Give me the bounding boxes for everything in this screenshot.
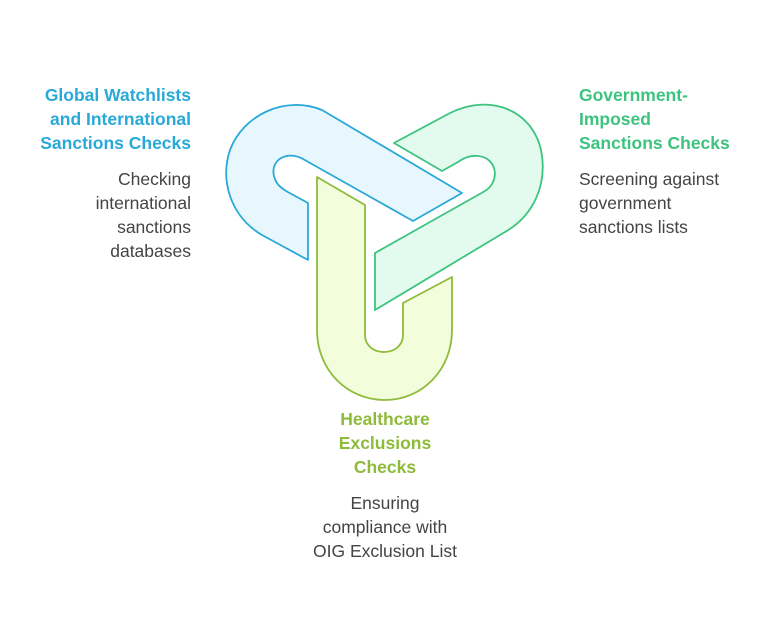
global-watchlists-title: Global Watchlists and International Sanc… [40,85,191,153]
green-link-shape [374,103,544,311]
healthcare-exclusions-block: Healthcare Exclusions Checks Ensuring co… [285,407,485,563]
healthcare-exclusions-description: Ensuring compliance with OIG Exclusion L… [313,493,457,561]
lime-link-shape [316,176,453,401]
global-watchlists-description: Checking international sanctions databas… [95,169,191,261]
government-imposed-block: Government- Imposed Sanctions Checks Scr… [579,83,769,239]
healthcare-exclusions-title: Healthcare Exclusions Checks [338,409,432,477]
blue-link-shape [225,104,463,261]
government-imposed-title: Government- Imposed Sanctions Checks [579,85,730,153]
government-imposed-description: Screening against government sanctions l… [579,169,720,237]
global-watchlists-block: Global Watchlists and International Sanc… [0,83,191,263]
